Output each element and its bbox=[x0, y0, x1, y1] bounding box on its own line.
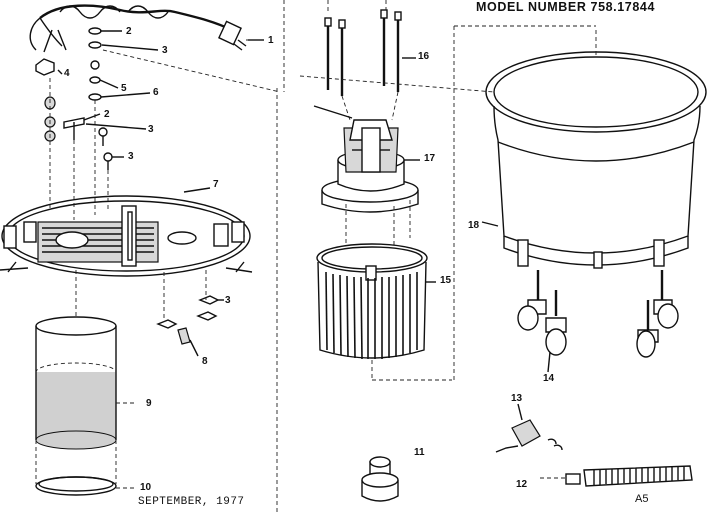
callout-10: 10 bbox=[140, 482, 152, 493]
callout-16: 16 bbox=[418, 51, 430, 62]
callout-17: 17 bbox=[424, 153, 436, 164]
callout-4: 4 bbox=[64, 68, 70, 79]
callout-a5: A5 bbox=[635, 493, 649, 505]
callout-8: 8 bbox=[202, 356, 208, 367]
fastener-stack bbox=[35, 27, 281, 220]
casters bbox=[517, 270, 679, 373]
tank bbox=[299, 25, 707, 382]
callout-12: 12 bbox=[516, 479, 528, 490]
callout-7: 7 bbox=[213, 179, 219, 190]
callout-5: 5 bbox=[121, 83, 127, 94]
callout-15: 15 bbox=[440, 275, 452, 286]
callout-3d: 3 bbox=[225, 295, 231, 306]
callout-13: 13 bbox=[511, 393, 523, 404]
callout-3b: 3 bbox=[148, 124, 154, 135]
filter-bag bbox=[35, 270, 134, 496]
callout-3c: 3 bbox=[128, 151, 134, 162]
callout-1: 1 bbox=[268, 35, 274, 46]
callout-9: 9 bbox=[146, 398, 152, 409]
callout-2b: 2 bbox=[104, 109, 110, 120]
mounting-rods bbox=[324, 0, 416, 121]
callout-2a: 2 bbox=[126, 26, 132, 37]
small-parts bbox=[361, 403, 693, 502]
lid-bolts bbox=[156, 270, 224, 357]
model-number-title: MODEL NUMBER 758.17844 bbox=[476, 0, 656, 14]
callout-18: 18 bbox=[468, 220, 480, 231]
lid-assembly bbox=[0, 187, 253, 277]
callout-leaders bbox=[57, 30, 264, 158]
callout-11: 11 bbox=[414, 447, 425, 458]
callout-3a: 3 bbox=[162, 45, 168, 56]
filter-cage bbox=[316, 243, 452, 381]
motor bbox=[313, 105, 420, 250]
power-cord bbox=[29, 4, 266, 53]
callout-14: 14 bbox=[543, 373, 555, 384]
callout-6: 6 bbox=[153, 87, 159, 98]
diagram-date: SEPTEMBER, 1977 bbox=[138, 496, 245, 508]
